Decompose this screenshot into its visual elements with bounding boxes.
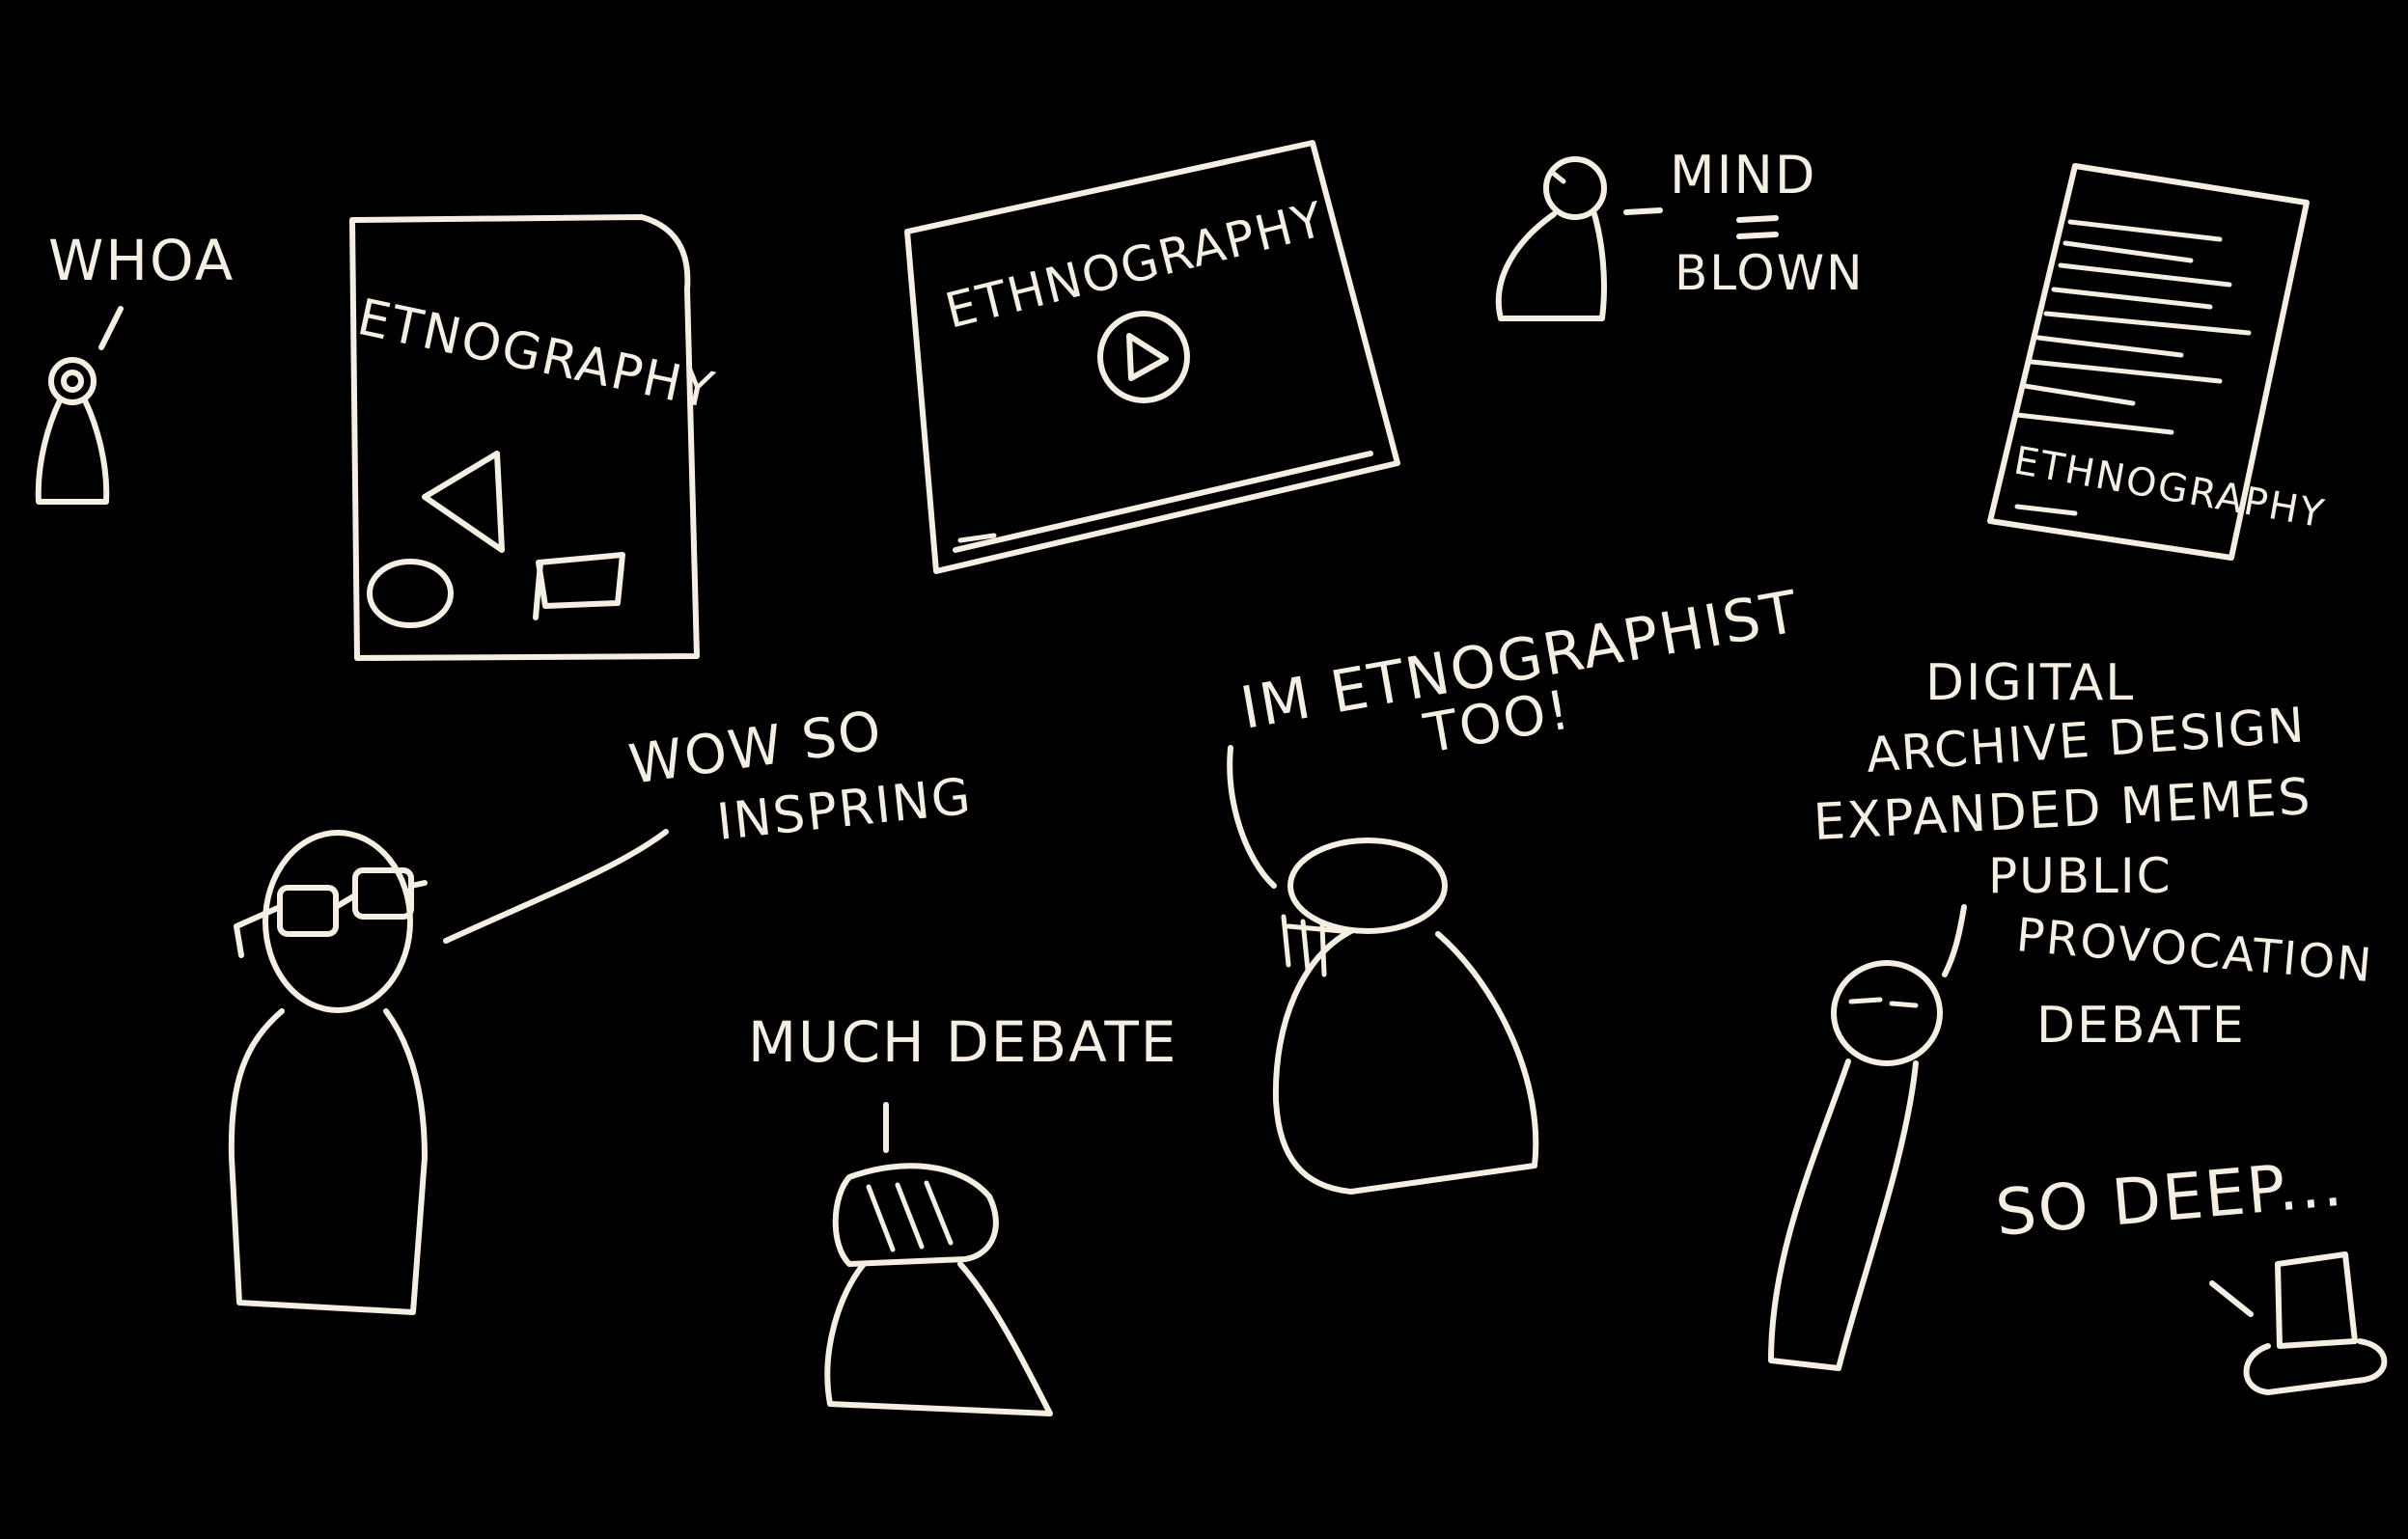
so-deep-figure: SO DEEP... [1993, 1146, 2388, 1395]
speech-line [1942, 904, 1967, 977]
flag-shape [533, 552, 625, 620]
so-deep-text: SO DEEP... [1993, 1146, 2347, 1250]
progress-bar [953, 451, 1373, 553]
play-button-icon [1097, 311, 1190, 403]
glasses-figure: WOW SO INSPRING [228, 700, 975, 1315]
mind-blown-figure: MIND BLOWN [1495, 145, 1865, 321]
paper-title: ETHNOGRAPHY [2010, 439, 2328, 537]
ethnographist-figure: IM ETNOGRAPHIST TOO! [1227, 578, 1804, 1195]
whoa-text: WHOA [48, 228, 235, 293]
hat-icon [2275, 1251, 2358, 1349]
paper-text-lines [2014, 219, 2252, 435]
ethnography-video: ETHNOGRAPHY [904, 140, 1400, 574]
wow-line2: INSPRING [714, 768, 975, 852]
ethnography-book: ETNOGRAPHY [349, 214, 720, 661]
speech-line [443, 829, 669, 944]
triangle-shape [422, 451, 505, 553]
circle-shape [367, 559, 454, 628]
list-item-4: PUBLIC [1988, 848, 2173, 904]
list-item-6: DEBATE [2036, 997, 2246, 1055]
much-debate-figure: MUCH DEBATE [748, 1009, 1177, 1416]
much-debate-text: MUCH DEBATE [748, 1009, 1177, 1075]
list-item-5: PROVOCATION [2014, 908, 2375, 993]
glasses-icon [277, 885, 339, 937]
book-title: ETNOGRAPHY [352, 289, 720, 421]
whoa-figure: WHOA [35, 228, 235, 505]
mind-text: MIND [1670, 145, 1817, 206]
speech-line [1227, 745, 1277, 889]
ethnography-paper: ETHNOGRAPHY [1987, 163, 2329, 561]
list-item-1: DIGITAL [1925, 654, 2135, 712]
blown-text: BLOWN [1675, 245, 1865, 301]
